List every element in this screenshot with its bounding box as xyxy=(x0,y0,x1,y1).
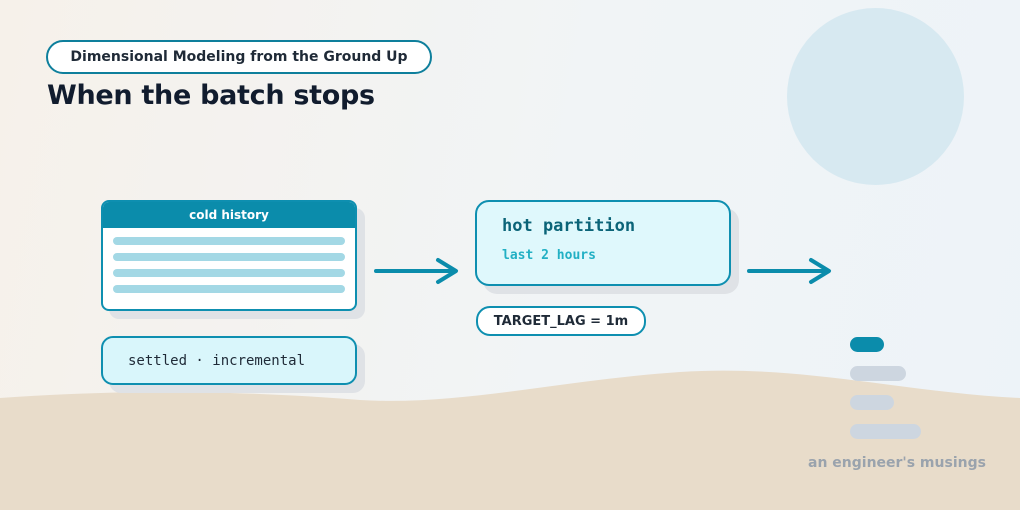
logo-bar xyxy=(850,395,894,410)
series-badge: Dimensional Modeling from the Ground Up xyxy=(46,40,432,74)
page-title: When the batch stops xyxy=(47,80,375,111)
footer-brand: an engineer's musings xyxy=(808,455,986,471)
decorative-circle xyxy=(787,8,964,185)
target-lag-badge: TARGET_LAG = 1m xyxy=(476,306,646,336)
table-row-line xyxy=(113,237,345,245)
table-row-line xyxy=(113,253,345,261)
settled-label: settled · incremental xyxy=(101,336,357,385)
table-rows xyxy=(103,228,355,293)
arrow-right-icon xyxy=(747,258,831,284)
table-row-line xyxy=(113,285,345,293)
logo-bar xyxy=(850,424,921,439)
arrow-right-icon xyxy=(374,258,458,284)
hot-partition-card: hot partition last 2 hours xyxy=(475,200,731,286)
table-row-line xyxy=(113,269,345,277)
logo-bar xyxy=(850,337,884,352)
cold-history-table: cold history xyxy=(101,200,357,311)
cold-history-header: cold history xyxy=(103,202,355,228)
hot-partition-title: hot partition xyxy=(502,216,636,236)
logo-bar xyxy=(850,366,906,381)
hot-partition-subtitle: last 2 hours xyxy=(502,248,596,263)
